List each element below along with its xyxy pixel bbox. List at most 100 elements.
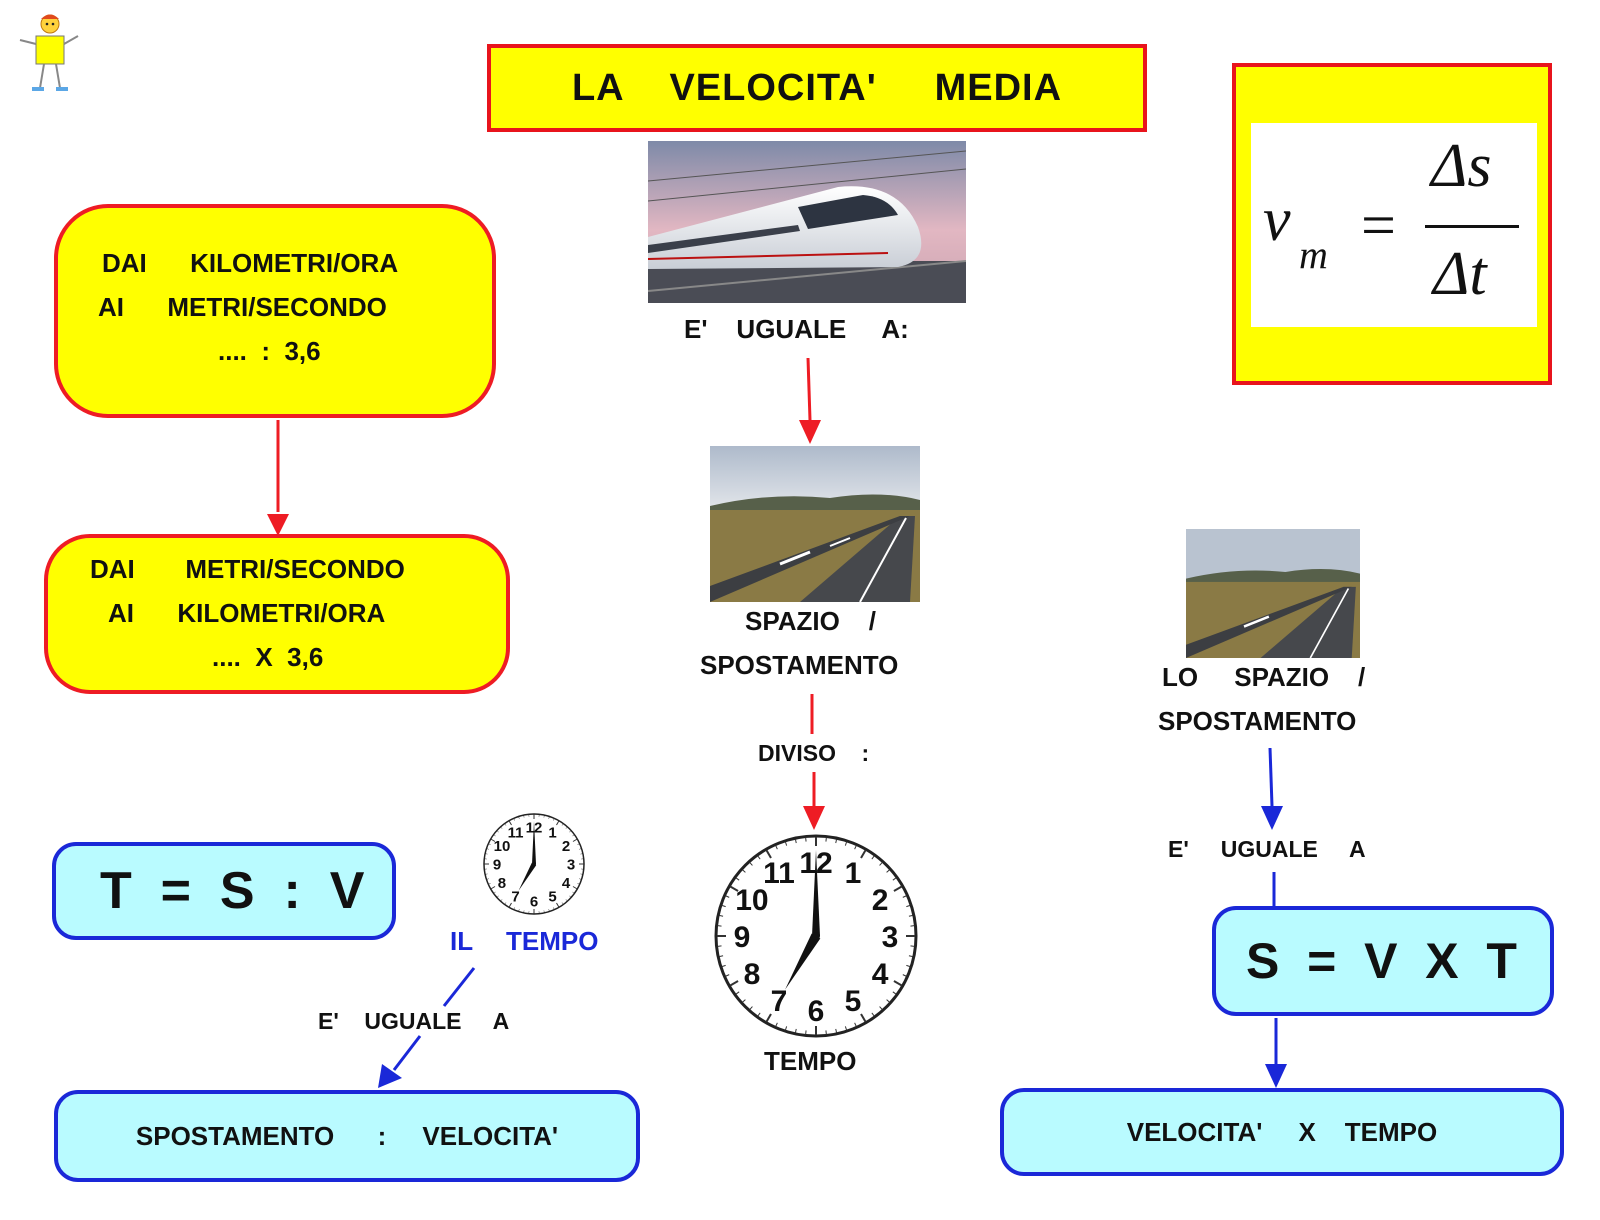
conversion-line-2: AI KILOMETRI/ORA [108, 598, 386, 628]
clock-large-tick [729, 885, 739, 892]
clock-small-tick [493, 834, 496, 837]
time-formula-box: T = S : V [52, 842, 396, 940]
clock-large-numeral: 9 [734, 921, 751, 954]
clock-small-tick [561, 823, 564, 826]
clock-small-numeral: 3 [567, 857, 575, 874]
clock-large-tick [893, 980, 903, 987]
tempo-label: TEMPO [506, 926, 599, 956]
clock-large-tick [775, 845, 778, 850]
clock-large-numeral: 7 [771, 985, 788, 1018]
clock-large-tick [908, 955, 913, 958]
space-result-box: VELOCITA' X TEMPO [1000, 1088, 1564, 1176]
clock-large-tick [742, 869, 746, 873]
clock-large-tick [784, 841, 788, 846]
clock-small-tick [500, 899, 503, 901]
conversion-line-3: .... : 3,6 [218, 336, 321, 366]
arrow-divided-to-time [803, 772, 825, 830]
clock-large-tick [892, 877, 897, 881]
conversion-kmh-to-ms-box: DAI KILOMETRI/ORA AI METRI/SECONDO .... … [54, 204, 496, 418]
clock-small-tick [561, 902, 564, 905]
formula-box: v m = Δs Δt [1232, 63, 1552, 385]
clock-small-hand [532, 821, 536, 864]
clock-large-tick [906, 904, 911, 908]
clock-large-tick [742, 999, 746, 1003]
clock-small-tick [486, 878, 489, 880]
clock-large-tick [794, 839, 797, 844]
clock-small-hand [518, 862, 537, 891]
clock-large-pin [812, 932, 820, 940]
arrow-kmh-to-ms [267, 420, 289, 536]
clock-small-tick [490, 838, 496, 842]
clock-small-tick [497, 895, 499, 898]
clock-small-tick [486, 848, 489, 850]
clock-small-tick [493, 891, 496, 894]
clock-small-numeral: 8 [498, 875, 506, 892]
clock-large-tick [879, 862, 883, 866]
clock-small-tick [565, 899, 568, 901]
clock-small-tick [553, 818, 555, 821]
clock-large-numeral: 8 [744, 958, 761, 991]
clock-small-numeral: 2 [562, 838, 570, 855]
time-label: TEMPO [764, 1046, 857, 1076]
time-result-box: SPOSTAMENTO : VELOCITA' [54, 1090, 640, 1182]
arrow-tempo-to-equals [442, 967, 476, 1007]
arrow-space-right-to-equals [1261, 747, 1283, 830]
clock-small-tick [572, 834, 575, 837]
clock-small-tick [569, 830, 571, 833]
train-image [648, 141, 966, 303]
formula-panel: v m = Δs Δt [1251, 123, 1537, 327]
clock-small-tick [490, 886, 496, 890]
clock-small-numeral: 1 [548, 824, 556, 841]
clock-large-numeral: 5 [845, 985, 862, 1018]
clock-small-numeral: 10 [494, 838, 511, 855]
clock-small-tick [518, 909, 520, 912]
clock-small-tick [513, 907, 515, 910]
space-right-line-2: SPOSTAMENTO [1158, 706, 1357, 736]
space-result: VELOCITA' X TEMPO [1126, 1116, 1438, 1147]
clock-large-tick [902, 895, 907, 898]
clock-large-tick [725, 974, 730, 977]
formula-subscript: m [1299, 232, 1328, 277]
clock-small-tick [577, 883, 580, 885]
clock-large-tick [729, 980, 739, 987]
arrow-formula-to-result [1265, 1018, 1287, 1088]
clock-small-tick [579, 878, 582, 880]
clock-small-numeral: 7 [511, 889, 519, 906]
clock-small-numeral: 4 [562, 875, 571, 892]
clock-large-tick [735, 991, 740, 995]
clock-large-numeral: 1 [845, 857, 862, 890]
clock-small-tick [556, 820, 560, 826]
clock-large-tick [719, 914, 724, 917]
equals-to-label: E' UGUALE A: [684, 314, 909, 344]
clock-small-pin [532, 862, 536, 866]
clock-large-numeral: 3 [882, 921, 899, 954]
conversion-line-3: .... X 3,6 [212, 642, 324, 672]
clock-large-tick [719, 955, 724, 958]
clock-large-tick [735, 877, 740, 881]
clock-large-tick [906, 964, 911, 968]
clock-large-tick [844, 1026, 848, 1031]
conversion-line-1: DAI METRI/SECONDO [90, 554, 405, 584]
clock-small-numeral: 9 [493, 857, 501, 874]
clock-large-tick [721, 964, 726, 968]
clock-large-tick [854, 1022, 857, 1027]
il-label: IL [450, 926, 474, 956]
clock-large-tick [886, 999, 890, 1003]
conversion-line-1: DAI KILOMETRI/ORA [102, 248, 399, 278]
clock-large-tick [892, 991, 897, 995]
clock-large-tick [879, 1006, 883, 1010]
clock-large-tick [893, 885, 903, 892]
clock-small-tick [548, 816, 550, 819]
clock-large-icon: 121234567891011 [712, 832, 920, 1040]
clock-large-tick [765, 849, 772, 859]
formula-equals: = [1361, 192, 1396, 260]
clock-large-tick [908, 914, 913, 917]
arrow-equals-to-result [378, 1035, 422, 1088]
clock-large-tick [794, 1028, 797, 1033]
clock-large-numeral: 10 [735, 884, 768, 917]
clock-small-tick [572, 891, 575, 894]
clock-large-tick [835, 1028, 838, 1033]
clock-small-tick [553, 907, 555, 910]
formula-numerator: Δs [1431, 132, 1492, 200]
road-image [710, 446, 920, 602]
